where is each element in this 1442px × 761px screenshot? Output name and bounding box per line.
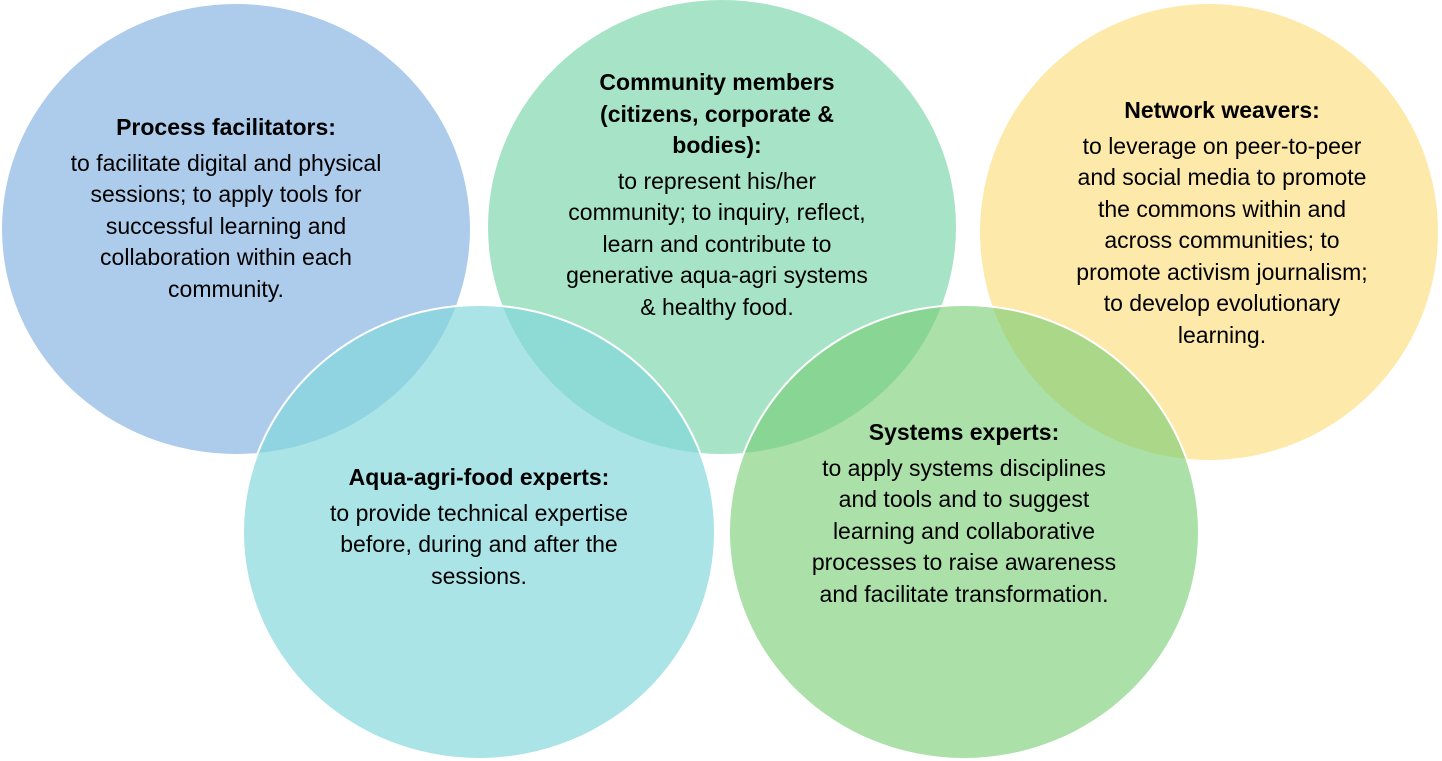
process-facilitators-label: Process facilitators: to facilitate digi… (56, 112, 396, 305)
systems-experts-description: to apply systems disciplines and tools a… (811, 454, 1117, 607)
aqua-agri-food-experts-label: Aqua-agri-food experts: to provide techn… (318, 462, 640, 592)
network-weavers-description: to leverage on peer-to-peer and social m… (1076, 132, 1368, 348)
aqua-agri-food-experts-description: to provide technical expertise before, d… (330, 499, 628, 589)
circle-systems-experts (728, 304, 1200, 760)
systems-experts-title: Systems experts: (868, 419, 1060, 445)
aqua-agri-food-experts-title: Aqua-agri-food experts: (348, 464, 610, 490)
community-members-title: Community members (citizens, corporate &… (599, 69, 835, 158)
process-facilitators-title: Process facilitators: (116, 114, 336, 140)
network-weavers-title: Network weavers: (1124, 97, 1320, 123)
circle-aqua-agri-food-experts (242, 304, 716, 760)
community-members-label: Community members (citizens, corporate &… (562, 67, 872, 323)
systems-experts-label: Systems experts: to apply systems discip… (800, 417, 1128, 610)
network-weavers-label: Network weavers: to leverage on peer-to-… (1072, 95, 1372, 351)
community-members-description: to represent his/her community; to inqui… (566, 167, 868, 320)
process-facilitators-description: to facilitate digital and physical sessi… (70, 149, 382, 302)
